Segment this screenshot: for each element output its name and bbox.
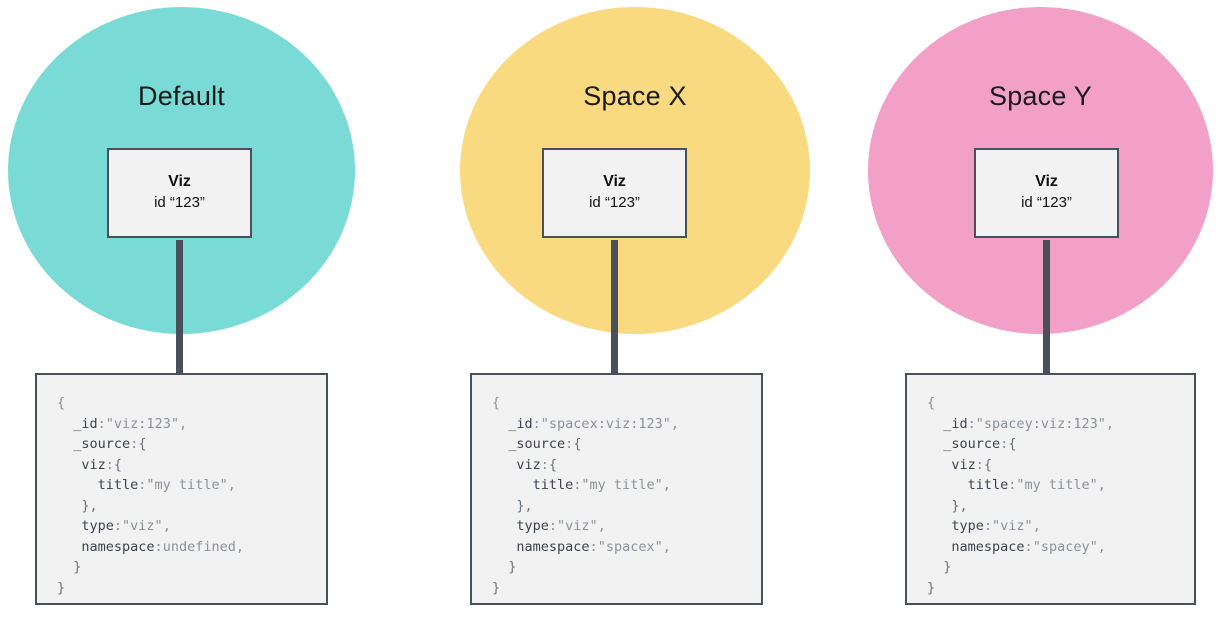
code-line: } [73, 559, 82, 575]
code-line: _source:{ [943, 436, 1017, 452]
viz-node-subtitle: id “123” [154, 194, 205, 212]
code-line: { [57, 395, 66, 411]
dashed-connector [176, 240, 183, 373]
viz-node-subtitle: id “123” [589, 194, 640, 212]
space-circle-space-x: Space X [460, 7, 810, 334]
space-circle-label: Space X [583, 81, 687, 111]
code-line: } [492, 579, 501, 596]
code-line: } [927, 579, 936, 596]
code-line: _id:"spacey:viz:123", [943, 415, 1114, 432]
code-line: namespace:"spacey", [951, 538, 1106, 555]
viz-node-subtitle: id “123” [1021, 194, 1072, 212]
space-circle-label: Default [138, 81, 225, 111]
code-block-space-x: { _id:"spacex:viz:123", _source:{ viz:{ … [470, 373, 763, 605]
diagram-column-default: Default Viz id “123” { _id:"viz:123", _s… [0, 0, 400, 622]
code-block-space-y: { _id:"spacey:viz:123", _source:{ viz:{ … [905, 373, 1196, 605]
viz-node-title: Viz [603, 173, 626, 191]
viz-node-title: Viz [168, 173, 191, 191]
space-circle-label: Space Y [989, 81, 1092, 111]
code-line: viz:{ [516, 456, 558, 473]
viz-node-default: Viz id “123” [107, 148, 252, 238]
viz-node-space-y: Viz id “123” [974, 148, 1119, 238]
code-line: viz:{ [81, 456, 123, 473]
code-line: { [492, 395, 501, 411]
code-line: }, [951, 497, 968, 514]
code-line: } [508, 559, 517, 575]
diagram-column-space-x: Space X [420, 0, 820, 622]
code-line: type:"viz", [516, 518, 606, 534]
code-line: title:"my title", [532, 477, 671, 493]
code-line: _id:"spacex:viz:123", [508, 415, 679, 432]
code-line: namespace:undefined, [81, 538, 244, 555]
code-line: }, [516, 497, 533, 514]
code-line: namespace:"spacex", [516, 538, 671, 555]
code-block-default: { _id:"viz:123", _source:{ viz:{ title:"… [35, 373, 328, 605]
code-line: { [927, 395, 936, 411]
code-line: _source:{ [73, 436, 147, 452]
viz-node-title: Viz [1035, 173, 1058, 191]
code-line: }, [81, 497, 98, 514]
code-line: viz:{ [951, 456, 993, 473]
code-line: title:"my title", [97, 477, 236, 493]
code-line: _id:"viz:123", [73, 415, 188, 432]
code-line: } [57, 579, 66, 596]
code-line: title:"my title", [967, 477, 1106, 493]
code-line: type:"viz", [951, 518, 1041, 534]
code-line: type:"viz", [81, 518, 171, 534]
code-line: } [943, 559, 952, 575]
dashed-connector [1043, 240, 1050, 373]
dashed-connector [611, 240, 618, 373]
code-line: _source:{ [508, 436, 582, 452]
viz-node-space-x: Viz id “123” [542, 148, 687, 238]
